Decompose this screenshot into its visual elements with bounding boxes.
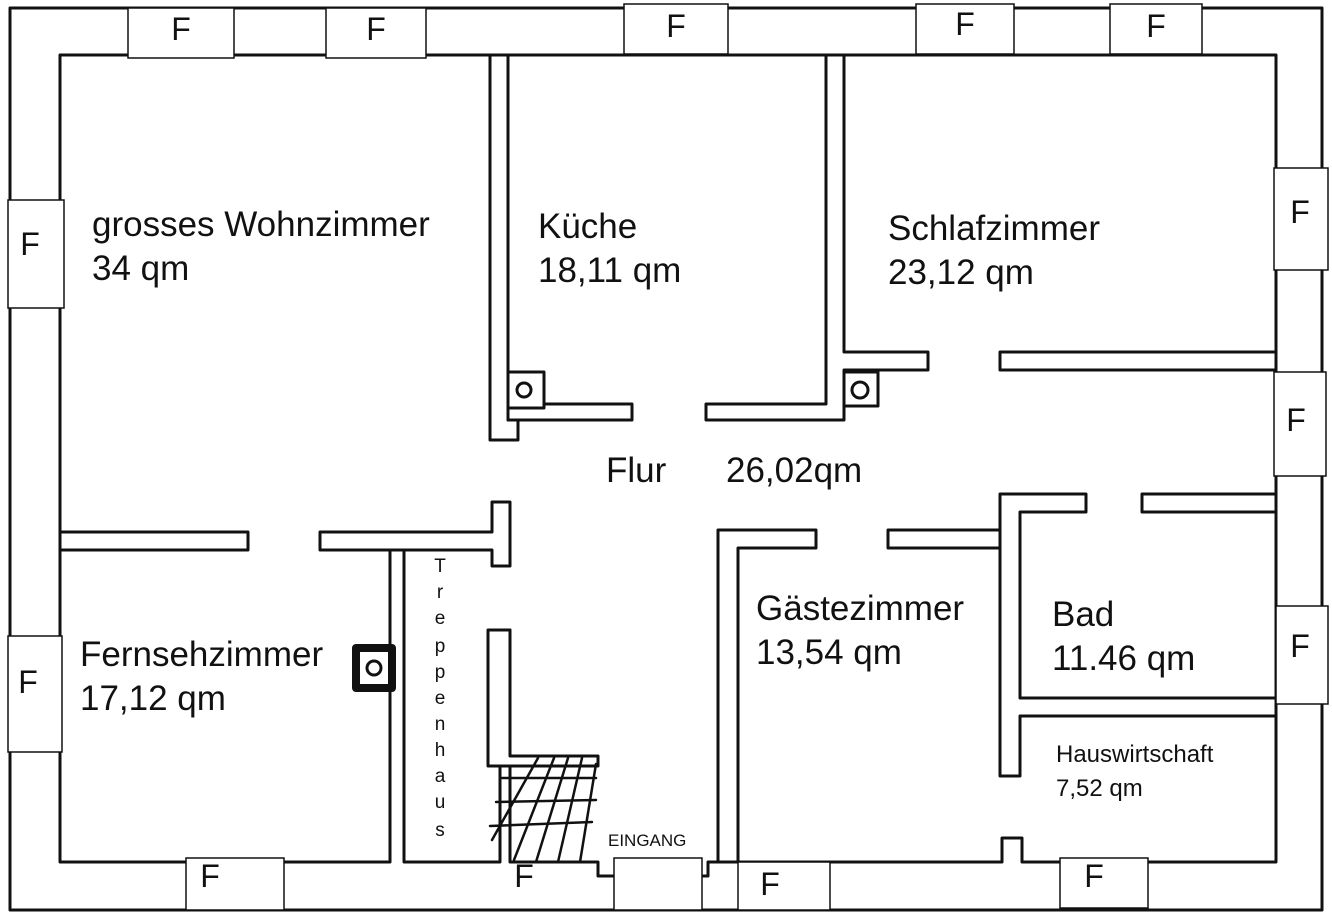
svg-text:F: F (955, 6, 975, 42)
room-area-hauswirtschaft: 7,52 qm (1056, 775, 1143, 802)
svg-text:e: e (435, 608, 446, 629)
room-name-wohnzimmer: grosses Wohnzimmer (92, 205, 430, 244)
svg-text:F: F (200, 858, 220, 894)
window-top-2: F (325, 7, 427, 59)
wall-bedroom-bottom (998, 350, 1278, 372)
svg-text:h: h (435, 740, 446, 761)
svg-text:e: e (435, 688, 446, 709)
window-bottom-1: F (185, 857, 285, 911)
treppenhaus-label: T r e p p e n h a u s (434, 556, 446, 841)
room-name-schlafzimmer: Schlafzimmer (888, 209, 1100, 248)
chimney-bedroom (842, 370, 880, 408)
room-area-flur: 26,02qm (726, 451, 862, 490)
room-area-wohnzimmer: 34 qm (92, 249, 189, 288)
window-left-1: F (7, 199, 65, 309)
svg-text:F: F (1286, 402, 1306, 438)
svg-text:p: p (435, 636, 446, 657)
room-name-flur: Flur (606, 451, 667, 490)
room-name-gaestezimmer: Gästezimmer (756, 589, 964, 628)
windows: F F F F F F F F F F F F F F (7, 3, 1329, 911)
chimney-kitchen (506, 370, 546, 410)
window-bottom-4: F (737, 861, 831, 911)
wall-living-bottom (58, 530, 250, 552)
window-right-2: F (1273, 371, 1327, 477)
window-right-3: F (1275, 605, 1329, 705)
wall-guest-top-right (886, 528, 1002, 550)
eingang-label: EINGANG (608, 831, 686, 850)
svg-text:F: F (1290, 194, 1310, 230)
interior-walls (58, 53, 1278, 864)
room-area-schlafzimmer: 23,12 qm (888, 253, 1034, 292)
window-bottom-5: F (1059, 857, 1149, 909)
window-top-5: F (1109, 3, 1203, 55)
svg-text:F: F (514, 858, 534, 894)
window-bottom-2: F (514, 858, 534, 894)
stairs-icon (488, 756, 598, 864)
room-labels: grosses Wohnzimmer 34 qm Küche 18,11 qm … (80, 205, 1214, 850)
wall-living-bottom-right (318, 500, 512, 568)
wall-bath-top-right (1140, 492, 1278, 514)
window-top-3: F (623, 3, 729, 55)
chimney-kitchen-circle-icon (515, 381, 533, 399)
room-area-fernsehzimmer: 17,12 qm (80, 679, 226, 718)
svg-text:s: s (435, 820, 445, 841)
svg-text:F: F (1084, 858, 1104, 894)
svg-text:r: r (437, 582, 444, 603)
room-area-gaestezimmer: 13,54 qm (756, 633, 902, 672)
svg-text:F: F (1290, 628, 1310, 664)
svg-text:F: F (366, 11, 386, 47)
svg-text:T: T (434, 556, 446, 577)
window-right-1: F (1273, 167, 1329, 271)
room-name-kueche: Küche (538, 207, 637, 246)
chimney-bedroom-circle-icon (850, 380, 870, 400)
wall-kitchen-right (704, 53, 930, 422)
svg-text:n: n (435, 714, 446, 735)
chimney-tv-room (352, 644, 396, 692)
wall-stairs (486, 628, 600, 768)
svg-text:u: u (435, 792, 446, 813)
window-top-4: F (915, 3, 1015, 55)
chimneys (352, 370, 880, 692)
svg-text:F: F (760, 866, 780, 902)
svg-text:F: F (18, 664, 38, 700)
window-top-1: F (127, 7, 235, 59)
chimney-tv-room-circle-icon (365, 659, 383, 677)
svg-text:p: p (435, 662, 446, 683)
svg-text:F: F (171, 11, 191, 47)
room-name-fernsehzimmer: Fernsehzimmer (80, 635, 323, 674)
room-area-bad: 11.46 qm (1052, 639, 1195, 678)
svg-text:F: F (20, 226, 40, 262)
room-area-kueche: 18,11 qm (538, 251, 681, 290)
room-name-bad: Bad (1052, 595, 1114, 634)
window-bottom-3 (613, 857, 703, 911)
svg-text:F: F (1146, 8, 1166, 44)
svg-text:F: F (666, 8, 686, 44)
wall-guest-top (716, 528, 818, 864)
svg-text:a: a (435, 766, 446, 787)
window-left-2: F (7, 635, 63, 753)
room-name-hauswirtschaft: Hauswirtschaft (1056, 741, 1214, 768)
wall-bath-left (998, 492, 1278, 778)
